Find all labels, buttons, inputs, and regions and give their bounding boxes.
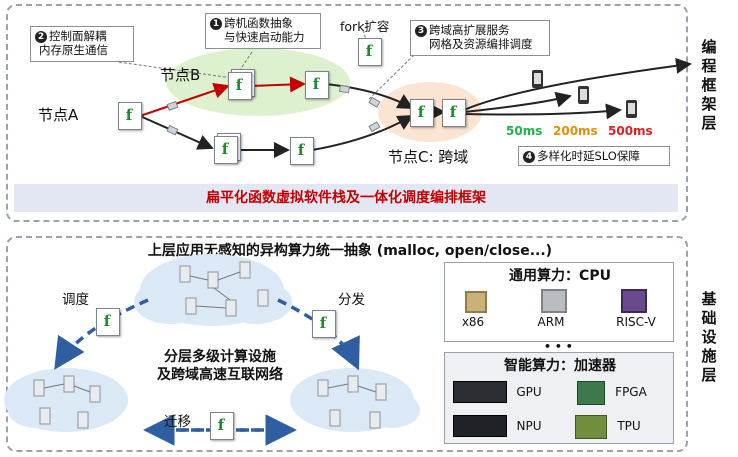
function-flow-diagram — [103, 29, 692, 158]
dispatch-label: 分发 — [338, 292, 365, 308]
gpu-label: GPU — [516, 385, 542, 399]
framework-banner: 扁平化函数虚拟软件栈及一体化调度编排框架 — [14, 184, 678, 212]
number-badge-3: 3 — [415, 25, 427, 37]
arrow-dispatch — [277, 298, 360, 371]
node-c-label: 节点C: 跨域 — [388, 148, 469, 166]
npu-label: NPU — [516, 419, 542, 433]
migrate-label: 迁移 — [164, 414, 191, 430]
accelerator-box-title: 智能算力：加速器 — [504, 358, 616, 374]
latency-500ms: 500ms — [608, 124, 653, 138]
compute-infrastructure-text: 分层多级计算设施 及跨域高速互联网络 — [157, 349, 283, 383]
fpga-chip-icon — [577, 381, 605, 405]
fork-scale-label: fork扩容 — [340, 19, 390, 34]
edge-a-b — [139, 82, 230, 117]
node-a-label: 节点A — [38, 106, 79, 124]
node-b-cluster-ellipse — [166, 48, 350, 116]
riscv-chip-icon — [621, 289, 647, 313]
fpga-label: FPGA — [615, 385, 647, 399]
node-b-label: 节点B — [160, 66, 201, 84]
edge-fork-to-c — [325, 83, 414, 109]
edge-b-fork — [251, 76, 306, 93]
programming-framework-panel — [6, 4, 688, 222]
arm-label: ARM — [537, 315, 565, 329]
phone-icons — [532, 70, 637, 118]
gpu-card-icon — [453, 381, 507, 403]
infrastructure-panel — [6, 236, 688, 452]
cpu-box-title: 通用算力：CPU — [509, 268, 611, 284]
arm-chip-icon — [541, 289, 567, 313]
number-badge-4: 4 — [523, 151, 535, 163]
edge-out-50ms — [463, 57, 692, 111]
npu-card-icon — [453, 415, 507, 437]
intelligent-compute-accelerator-box: 智能算力：加速器 GPU FPGA NPU TPU — [444, 352, 674, 444]
edge-out-200ms — [463, 91, 572, 113]
ellipsis-divider: • • • — [544, 340, 573, 353]
programming-layer-label: 编 程 框 架 层 — [701, 38, 717, 132]
edge-lower-to-c — [311, 115, 414, 151]
compute-network-diagram — [4, 254, 420, 446]
latency-200ms: 200ms — [553, 124, 598, 138]
latency-50ms: 50ms — [506, 124, 543, 138]
arrow-schedule — [54, 298, 149, 370]
edge-out-500ms — [463, 103, 622, 120]
tpu-label: TPU — [617, 419, 641, 433]
riscv-label: RISC-V — [616, 315, 656, 329]
x86-chip-icon — [465, 291, 487, 313]
x86-label: x86 — [461, 315, 485, 329]
tpu-board-icon — [575, 415, 607, 439]
infrastructure-layer-label: 基 础 设 施 层 — [701, 290, 717, 384]
general-compute-cpu-box: 通用算力：CPU x86 ARM RISC-V — [444, 262, 674, 342]
number-badge-2: 2 — [35, 31, 47, 43]
number-badge-1: 1 — [210, 18, 222, 30]
schedule-label: 调度 — [62, 292, 89, 308]
